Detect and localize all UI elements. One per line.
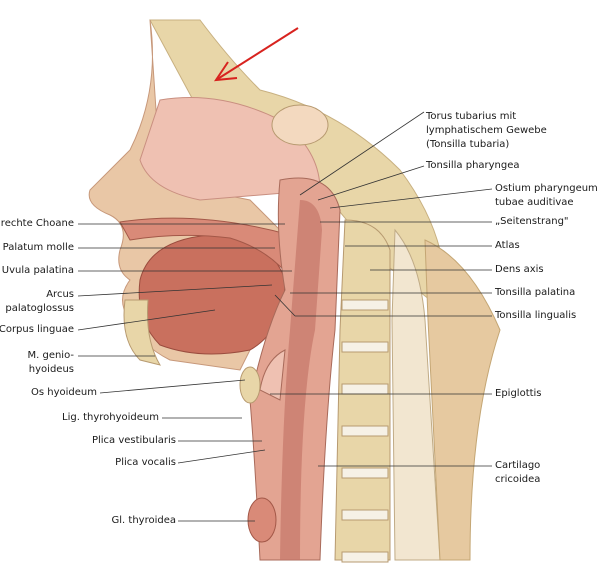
label-seitenstrang: „Seitenstrang"	[495, 216, 569, 227]
label-line: cricoidea	[495, 474, 541, 485]
palate	[119, 217, 293, 282]
label-plica-vestibularis: Plica vestibularis	[91, 435, 176, 446]
label-line: M. genio-	[27, 350, 74, 361]
label-plica-vocalis: Plica vocalis	[115, 457, 176, 468]
intervertebral-disc	[341, 383, 389, 395]
label-ostium: Ostium pharyngeum tubae auditivae	[495, 182, 598, 210]
label-line: Arcus	[46, 289, 74, 300]
sphenoid-sinus	[271, 104, 329, 146]
leader-lines	[77, 111, 493, 522]
label-line: Torus tubarius mit	[426, 111, 517, 122]
label-tonsilla-palatina: Tonsilla palatina	[495, 287, 576, 298]
intervertebral-disc	[341, 509, 389, 521]
label-epiglottis: Epiglottis	[495, 388, 542, 399]
label-tonsilla-pharyngea: Tonsilla pharyngea	[426, 160, 520, 171]
label-line: palatoglossus	[5, 303, 74, 314]
label-torus-tubarius: Torus tubarius mit lymphatischem Gewebe …	[426, 110, 547, 152]
red-arrow-icon	[214, 27, 299, 82]
thyroid-gland	[247, 497, 277, 543]
intervertebral-disc	[341, 341, 389, 353]
label-line: Ostium pharyngeum	[495, 183, 598, 194]
label-m-geniohyoideus: M. genio- hyoideus	[27, 349, 74, 377]
neck-muscles	[424, 239, 501, 561]
intervertebral-disc	[341, 551, 389, 563]
hyoid-bone	[239, 366, 261, 404]
label-line: hyoideus	[28, 364, 74, 375]
intervertebral-disc	[341, 299, 389, 311]
label-lig-thyrohyoideum: Lig. thyrohyoideum	[62, 412, 159, 423]
vertebral-discs	[341, 299, 389, 563]
label-os-hyoideum: Os hyoideum	[31, 387, 97, 398]
label-dens-axis: Dens axis	[495, 264, 544, 275]
label-tonsilla-lingualis: Tonsilla lingualis	[495, 310, 577, 321]
label-line: (Tonsilla tubaria)	[426, 139, 510, 150]
epiglottis-shape	[259, 349, 286, 401]
label-uvula-palatina: Uvula palatina	[1, 265, 74, 276]
label-corpus-linguae: Corpus linguae	[0, 324, 74, 335]
label-palatum-molle: Palatum molle	[2, 242, 74, 253]
label-line: Cartilago	[495, 460, 541, 471]
label-rechte-choane: rechte Choane	[0, 218, 74, 229]
label-atlas: Atlas	[495, 240, 520, 251]
label-arcus-palatoglossus: Arcus palatoglossus	[5, 288, 74, 316]
spinal-cord	[391, 228, 441, 561]
airway	[280, 200, 322, 560]
label-line: lymphatischem Gewebe	[426, 125, 547, 136]
label-line: tubae auditivae	[495, 197, 574, 208]
intervertebral-disc	[341, 425, 389, 437]
label-cartilago-cricoidea: Cartilago cricoidea	[495, 459, 540, 487]
label-gl-thyroidea: Gl. thyroidea	[111, 515, 176, 526]
intervertebral-disc	[341, 467, 389, 479]
mandible	[123, 299, 162, 366]
